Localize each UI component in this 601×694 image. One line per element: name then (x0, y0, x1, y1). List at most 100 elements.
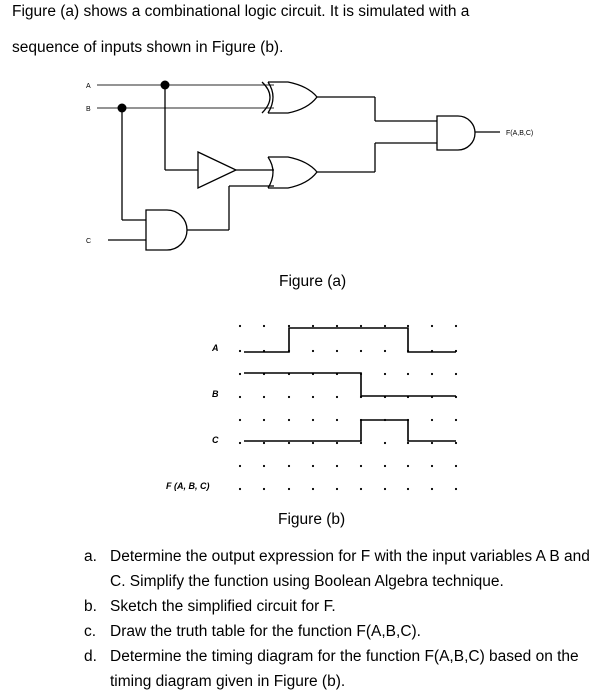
question-item: d. Determine the timing diagram for the f… (84, 644, 596, 694)
question-text: Determine the output expression for F wi… (110, 548, 590, 590)
grid-dot (430, 464, 434, 468)
grid-dot (406, 487, 410, 491)
and-gate-1 (145, 209, 188, 251)
timing-label-c: C (212, 435, 219, 445)
question-label: b. (84, 598, 97, 615)
timing-label-a: A (211, 343, 219, 353)
junction-dot-a (160, 80, 170, 90)
junction-dot-b (117, 103, 127, 113)
grid-dot (359, 441, 363, 445)
grid-dot (454, 324, 458, 328)
question-label: d. (84, 648, 97, 665)
question-item: b. Sketch the simplified circuit for F. (84, 594, 596, 619)
or-gate-1-back (261, 81, 271, 114)
grid-dot (311, 395, 315, 399)
grid-dot (287, 464, 291, 468)
grid-dot (430, 487, 434, 491)
grid-dot (287, 395, 291, 399)
label-input-a: A (86, 83, 91, 90)
grid-dot (335, 487, 339, 491)
intro-line-1: Figure (a) shows a combinational logic c… (12, 3, 470, 20)
grid-dot (311, 487, 315, 491)
timing-waveforms (244, 327, 456, 442)
question-label: a. (84, 548, 97, 565)
grid-dot (262, 324, 266, 328)
timing-label-f: F (A, B, C) (166, 481, 210, 491)
grid-dot (238, 418, 242, 422)
grid-dot (238, 441, 242, 445)
grid-dot (262, 418, 266, 422)
waveform-a (244, 327, 456, 353)
grid-dot (430, 372, 434, 376)
grid-dot (262, 395, 266, 399)
grid-dot (430, 441, 434, 445)
grid-dot (406, 372, 410, 376)
grid-dot (287, 324, 291, 328)
grid-dot (311, 441, 315, 445)
grid-dot (359, 464, 363, 468)
grid-dot (454, 372, 458, 376)
question-item: a. Determine the output expression for F … (84, 544, 596, 594)
intro-line-2: sequence of inputs shown in Figure (b). (12, 39, 284, 56)
grid-dot (454, 464, 458, 468)
grid-dot (359, 349, 363, 353)
grid-dot (335, 349, 339, 353)
grid-dot (383, 441, 387, 445)
grid-dot (311, 464, 315, 468)
grid-dot (311, 349, 315, 353)
or-gate-2 (268, 156, 318, 189)
question-text: Determine the timing diagram for the fun… (110, 648, 579, 690)
grid-dot (335, 324, 339, 328)
grid-dot (406, 324, 410, 328)
logic-circuit (97, 81, 500, 251)
question-label: c. (84, 623, 97, 640)
grid-dot (430, 324, 434, 328)
timing-label-b: B (212, 389, 219, 399)
grid-dot (262, 441, 266, 445)
grid-dot (287, 487, 291, 491)
and-gate-2 (436, 115, 476, 151)
grid-dot (238, 349, 242, 353)
label-input-b: B (86, 106, 91, 113)
grid-dot (287, 441, 291, 445)
grid-dot (311, 324, 315, 328)
grid-dot (238, 464, 242, 468)
grid-dot (383, 372, 387, 376)
grid-dot (238, 372, 242, 376)
question-item: c. Draw the truth table for the function … (84, 619, 596, 644)
grid-dot (335, 418, 339, 422)
grid-dot (335, 441, 339, 445)
grid-dot (383, 324, 387, 328)
question-text: Draw the truth table for the function F(… (110, 623, 421, 640)
grid-dot (238, 487, 242, 491)
or-gate-2-back (267, 156, 274, 189)
label-input-c: C (86, 238, 91, 245)
grid-dot (383, 349, 387, 353)
grid-dot (383, 464, 387, 468)
waveform-b (244, 372, 456, 397)
grid-dot (406, 441, 410, 445)
grid-dot (311, 418, 315, 422)
grid-dot (383, 487, 387, 491)
grid-dot (262, 487, 266, 491)
grid-dot (335, 464, 339, 468)
grid-dot (335, 395, 339, 399)
grid-dot (262, 464, 266, 468)
grid-dot (406, 464, 410, 468)
grid-dot (359, 324, 363, 328)
grid-dot (238, 395, 242, 399)
grid-dot (430, 418, 434, 422)
grid-dot (238, 324, 242, 328)
or-gate-1 (268, 81, 318, 114)
label-output: F(A,B,C) (506, 130, 533, 137)
or-gate-1-back2 (267, 81, 274, 114)
question-text: Sketch the simplified circuit for F. (110, 598, 336, 615)
timing-grid-dots (238, 324, 458, 491)
figure-b-caption: Figure (b) (278, 511, 346, 528)
question-list: a. Determine the output expression for F … (84, 544, 596, 694)
grid-dot (454, 487, 458, 491)
figure-a-caption: Figure (a) (279, 273, 347, 290)
grid-dot (454, 441, 458, 445)
grid-dot (287, 418, 291, 422)
